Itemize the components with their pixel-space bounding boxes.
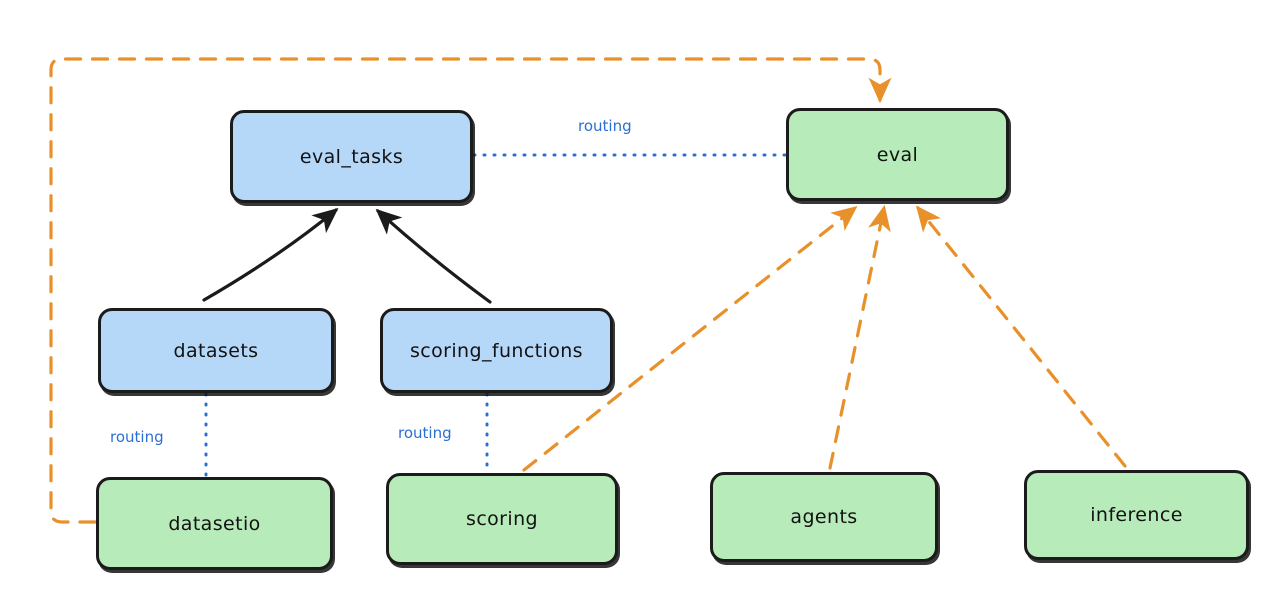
node-scoring-functions[interactable]: scoring_functions xyxy=(380,308,613,393)
node-label-inference: inference xyxy=(1090,504,1183,526)
edge-scoring-to-eval xyxy=(522,206,858,472)
edge-label-routing-scoring-functions: routing xyxy=(398,424,452,442)
node-label-datasetio: datasetio xyxy=(168,512,261,535)
node-label-eval: eval xyxy=(876,143,919,166)
edge-agents-to-eval xyxy=(828,204,891,470)
node-label-eval-tasks: eval_tasks xyxy=(299,145,404,168)
edge-inference-to-eval xyxy=(915,205,1127,468)
node-eval[interactable]: eval xyxy=(786,108,1009,201)
edge-label-routing-eval-tasks: routing xyxy=(578,117,632,135)
node-label-agents: agents xyxy=(790,506,858,528)
node-eval-tasks[interactable]: eval_tasks xyxy=(230,110,473,203)
node-datasets[interactable]: datasets xyxy=(98,308,334,393)
node-label-scoring-functions: scoring_functions xyxy=(410,339,583,362)
node-agents[interactable]: agents xyxy=(710,472,938,562)
node-label-scoring: scoring xyxy=(466,508,538,530)
node-inference[interactable]: inference xyxy=(1024,470,1249,560)
node-label-datasets: datasets xyxy=(173,339,259,362)
node-scoring[interactable]: scoring xyxy=(386,473,618,565)
edge-datasetio-to-eval xyxy=(49,57,892,524)
edge-datasets-to-eval-tasks xyxy=(202,207,339,302)
edge-scoring-functions-to-eval-tasks xyxy=(375,208,492,304)
edge-label-routing-datasets: routing xyxy=(110,428,164,446)
node-datasetio[interactable]: datasetio xyxy=(96,477,333,570)
